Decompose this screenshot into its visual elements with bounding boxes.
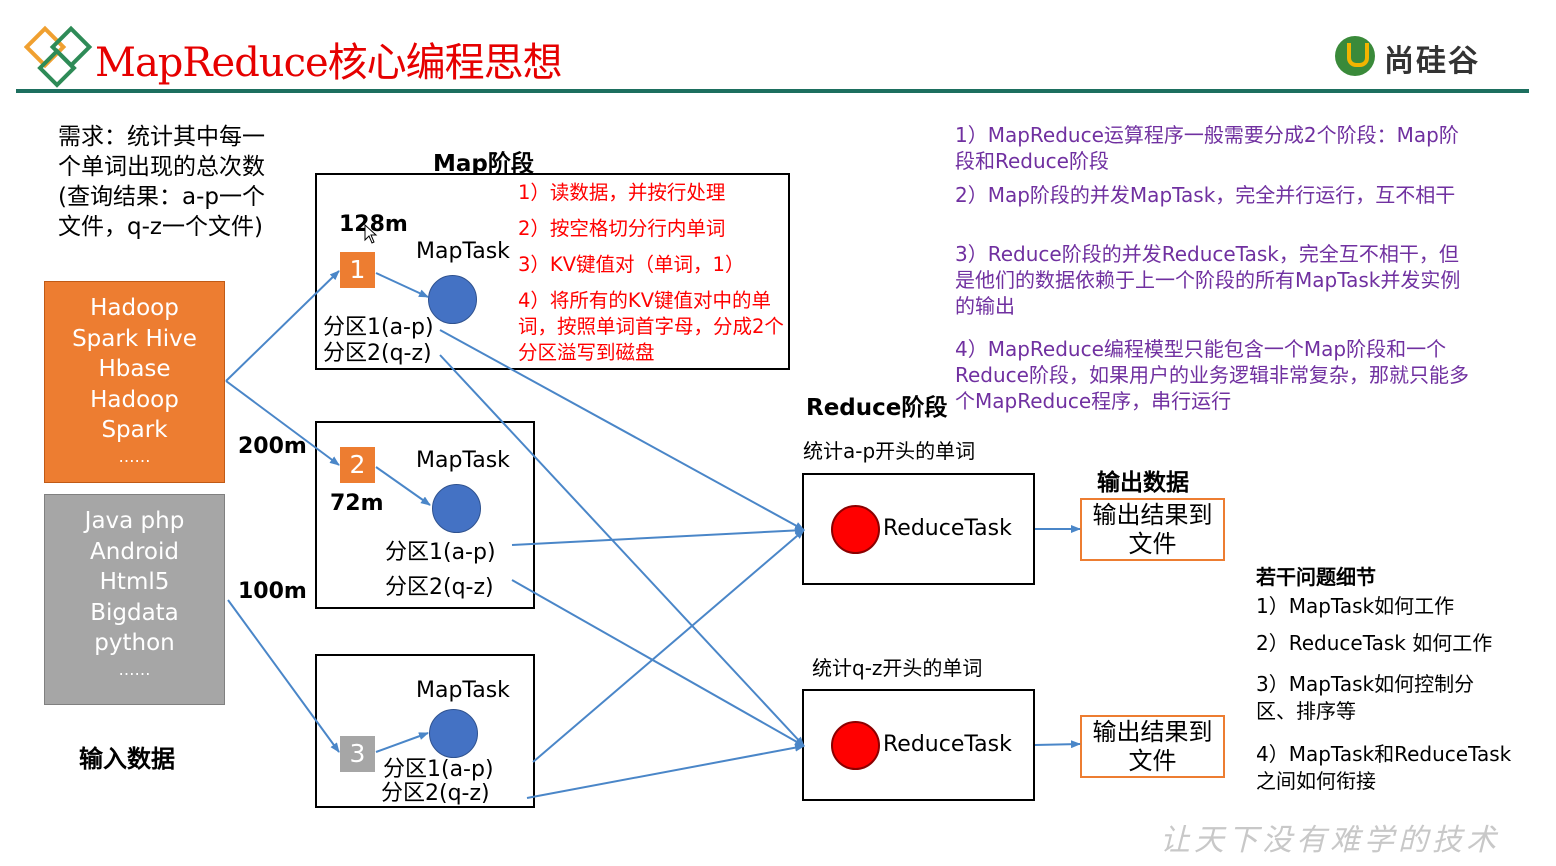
issue-item: 3）MapTask如何控制分区、排序等 bbox=[1256, 672, 1475, 723]
requirement-text: 需求：统计其中每一个单词出现的总次数(查询结果：a-p一个文件，q-z一个文件) bbox=[58, 124, 265, 240]
maptask-box-1 bbox=[315, 173, 790, 370]
split-size-72m: 72m bbox=[330, 491, 384, 516]
flow-arrow bbox=[526, 743, 805, 799]
maptask-label: MapTask bbox=[416, 448, 510, 473]
issue-item: 2）ReduceTask 如何工作 bbox=[1256, 631, 1493, 655]
flow-arrow bbox=[1034, 740, 1081, 749]
diamond-logo-icon bbox=[24, 25, 93, 88]
input-line: …… bbox=[118, 446, 151, 466]
reduce-stage-label: Reduce阶段 bbox=[806, 395, 948, 421]
input-line: Hadoop bbox=[90, 295, 179, 321]
input-line: Spark Hive bbox=[72, 325, 197, 352]
input-line: Html5 bbox=[99, 569, 170, 595]
input-line: Hbase bbox=[98, 356, 171, 382]
partition-label: 分区2(q-z) bbox=[385, 575, 494, 600]
output-file-box: 输出结果到文件 bbox=[1080, 498, 1225, 561]
note-3: 3）Reduce阶段的并发ReduceTask，完全互不相干，但是他们的数据依赖… bbox=[955, 242, 1461, 318]
input-line: …… bbox=[118, 659, 151, 679]
input-line: Java php bbox=[84, 508, 185, 534]
page-title: MapReduce核心编程思想 bbox=[95, 40, 563, 86]
flow-arrow bbox=[511, 526, 805, 546]
note-1: 1）MapReduce运算程序一般需要分成2个阶段：Map阶段和Reduce阶段 bbox=[955, 123, 1459, 173]
split-size-100m: 100m bbox=[238, 579, 307, 604]
partition-label: 分区2(q-z) bbox=[381, 781, 490, 806]
maptask-label: MapTask bbox=[416, 239, 510, 264]
flow-arrow bbox=[439, 354, 805, 747]
flow-arrow bbox=[225, 380, 340, 466]
map-step: 1）读数据，并按行处理 bbox=[518, 181, 726, 204]
split-number-badge: 1 bbox=[340, 252, 375, 288]
flow-arrow bbox=[532, 529, 805, 763]
split-number-badge: 2 bbox=[340, 447, 375, 483]
split-number-badge: 3 bbox=[340, 736, 375, 772]
issue-item: 1）MapTask如何工作 bbox=[1256, 594, 1455, 618]
flow-arrow bbox=[227, 599, 340, 753]
maptask-node bbox=[429, 709, 478, 758]
input-line: Bigdata bbox=[90, 599, 179, 626]
maptask-box-3 bbox=[315, 654, 535, 808]
input-line: Spark bbox=[101, 417, 168, 443]
flow-arrow bbox=[375, 732, 429, 753]
brand-logo-icon bbox=[1335, 36, 1375, 76]
partition-label: 分区1(a-p) bbox=[385, 540, 496, 565]
map-steps: 1）读数据，并按行处理 2）按空格切分行内单词 3）KV键值对（单词，1） 4）… bbox=[518, 180, 790, 376]
split-size-200m: 200m bbox=[238, 434, 307, 459]
flow-arrow bbox=[511, 579, 805, 747]
input-data-label: 输入数据 bbox=[79, 745, 175, 773]
flow-arrow bbox=[375, 466, 431, 506]
output-file-box: 输出结果到文件 bbox=[1080, 715, 1225, 778]
note-4: 4）MapReduce编程模型只能包含一个Map阶段和一个Reduce阶段，如果… bbox=[955, 337, 1469, 413]
reducetask-node bbox=[831, 721, 880, 770]
map-step: 4）将所有的KV键值对中的单词，按照单词首字母，分成2个分区溢写到磁盘 bbox=[518, 289, 784, 364]
footer-watermark: 让天下没有难学的技术 bbox=[1160, 823, 1500, 858]
partition-label: 分区1(a-p) bbox=[383, 757, 494, 782]
flow-arrow bbox=[225, 270, 340, 382]
input-line: Hadoop bbox=[90, 386, 179, 413]
brand-logo-text: 尚硅谷 bbox=[1384, 44, 1480, 79]
map-step: 3）KV键值对（单词，1） bbox=[518, 253, 745, 276]
reducetask-label: ReduceTask bbox=[883, 516, 1012, 541]
input-line: python bbox=[94, 630, 175, 656]
reducetask-node bbox=[831, 505, 880, 554]
map-stage-label: Map阶段 bbox=[433, 151, 534, 177]
reduce-caption: 统计a-p开头的单词 bbox=[803, 439, 976, 463]
partition-label: 分区1(a-p) bbox=[323, 315, 434, 340]
maptask-label: MapTask bbox=[416, 678, 510, 703]
reducetask-label: ReduceTask bbox=[883, 732, 1012, 757]
partition-label: 分区2(q-z) bbox=[323, 341, 432, 366]
flow-arrow bbox=[375, 272, 429, 298]
maptask-node bbox=[432, 484, 481, 533]
issues-title: 若干问题细节 bbox=[1256, 565, 1376, 589]
input-file-1: Hadoop Spark Hive Hbase Hadoop Spark …… bbox=[44, 281, 225, 483]
flow-arrow bbox=[439, 329, 805, 531]
header-divider bbox=[16, 89, 1529, 93]
input-file-2: Java php Android Html5 Bigdata python …… bbox=[44, 494, 225, 705]
input-line: Android bbox=[90, 538, 179, 565]
maptask-node bbox=[428, 275, 477, 324]
note-2: 2）Map阶段的并发MapTask，完全并行运行，互不相干 bbox=[955, 183, 1456, 207]
issue-item: 4）MapTask和ReduceTask之间如何衔接 bbox=[1256, 742, 1512, 793]
reduce-caption: 统计q-z开头的单词 bbox=[812, 656, 983, 680]
mouse-cursor-icon bbox=[364, 224, 378, 244]
output-data-label: 输出数据 bbox=[1097, 470, 1189, 496]
map-step: 2）按空格切分行内单词 bbox=[518, 217, 726, 240]
